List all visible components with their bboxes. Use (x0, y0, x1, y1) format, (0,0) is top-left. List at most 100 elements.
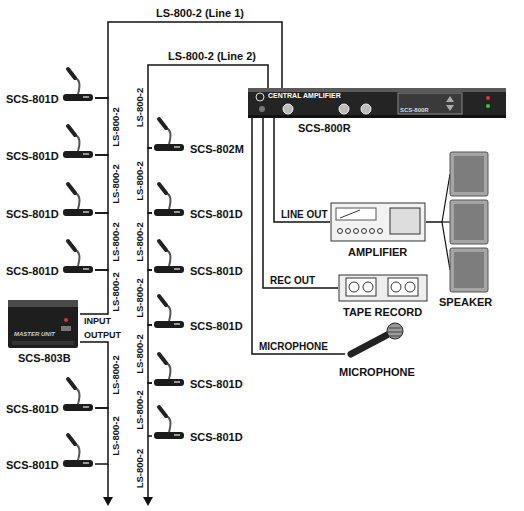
central-amplifier: CENTRAL AMPLIFIERSCS-800RSCS-800R (248, 88, 506, 118)
cable-label: LS-800-2 (Line 1) (155, 7, 245, 20)
device-part (390, 208, 420, 234)
conference-unit: SCS-801D (6, 234, 95, 280)
continuation-arrow (103, 497, 113, 506)
device-part (398, 93, 462, 114)
device-part (83, 96, 89, 98)
device-part (154, 379, 184, 386)
device-part (159, 184, 166, 193)
conference-unit: SCS-801D (152, 234, 245, 280)
device-part (75, 388, 79, 404)
device-label: SCS-801D (190, 378, 243, 391)
cable-label: LS-800-2 (134, 160, 146, 202)
device-drawing (8, 300, 80, 348)
device-label: SCS-801D (190, 208, 243, 221)
device-label: SPEAKER (439, 296, 492, 309)
cable-label: LS-800-2 (110, 271, 122, 313)
cable-line (95, 155, 108, 213)
cable-line (148, 270, 152, 325)
device-part (68, 69, 75, 78)
device-part (83, 211, 89, 213)
device-part (166, 128, 170, 144)
cable-line (95, 213, 108, 270)
device-part (349, 282, 359, 292)
device-part (68, 184, 75, 193)
device-label: SCS-801D (6, 459, 59, 472)
device-part (340, 210, 360, 218)
cable-label: MICROPHONE (258, 341, 329, 353)
device-part (354, 229, 359, 234)
conference-unit: SCS-802M (152, 112, 246, 158)
device-part (174, 211, 180, 213)
master-unit: SCS-803BMASTER UNIT (8, 300, 80, 368)
device-part (346, 229, 351, 234)
device-part (446, 105, 454, 111)
device-part (454, 252, 484, 288)
device-part (346, 278, 376, 296)
device-label: CENTRAL AMPLIFIER (268, 91, 341, 100)
device-part (174, 268, 180, 270)
device-part (75, 135, 79, 151)
device-part (63, 266, 93, 273)
device-label: AMPLIFIER (348, 246, 407, 259)
device-part (154, 209, 184, 216)
device-part (159, 296, 166, 305)
device-part (63, 404, 93, 411)
device-part (339, 275, 427, 301)
cable-label: LS-800-2 (110, 221, 122, 263)
device-part (64, 318, 68, 322)
device-part (8, 300, 78, 348)
continuation-arrow (143, 497, 153, 506)
device-label: SCS-801D (190, 431, 243, 444)
device-part (68, 241, 75, 250)
device-part (63, 151, 93, 158)
cable-line (148, 148, 152, 213)
device-part (68, 379, 75, 388)
cable-line (263, 118, 338, 288)
device-part (63, 94, 93, 101)
device-part (174, 381, 180, 383)
cable-label: LINE OUT (280, 209, 329, 221)
device-label: SCS-801D (190, 265, 243, 278)
device-part (75, 444, 79, 460)
device-part (391, 282, 401, 292)
device-label: SCS-801D (6, 265, 59, 278)
device-part (486, 104, 490, 108)
device-part (83, 406, 89, 408)
continuation-cable (147, 436, 149, 498)
cable-label: LS-800-2 (110, 354, 122, 396)
device-part (378, 229, 383, 234)
device-part (388, 278, 418, 296)
cable-label: LS-800-2 (134, 389, 146, 431)
cable-line (80, 270, 108, 314)
cable-label: LS-800-2 (110, 106, 122, 148)
cable-line (148, 325, 152, 383)
cable-line (148, 383, 152, 436)
device-part (389, 328, 401, 329)
device-part (83, 153, 89, 155)
device-part (75, 250, 79, 266)
continuation-cable (107, 464, 109, 498)
device-part (361, 104, 371, 114)
device-part (405, 282, 415, 292)
device-part (154, 266, 184, 273)
conference-unit: SCS-801D (152, 347, 245, 393)
cable-line (80, 342, 108, 408)
panel-model: SCS-800R (400, 106, 429, 114)
device-part (389, 336, 401, 337)
device-part (450, 200, 488, 244)
port-label: INPUT (83, 316, 112, 327)
conference-unit: SCS-801D (152, 177, 245, 223)
device-drawing (345, 322, 409, 362)
device-label: SCS-802M (190, 143, 244, 156)
power-amplifier: AMPLIFIER (330, 202, 426, 242)
device-part (248, 115, 506, 118)
device-part (248, 88, 506, 118)
device-label: SCS-801D (190, 320, 243, 333)
device-drawing (442, 152, 490, 292)
device-part (63, 209, 93, 216)
device-part (68, 126, 75, 135)
cable-line (148, 213, 152, 270)
conference-unit: SCS-801D (6, 428, 95, 474)
device-part (166, 250, 170, 266)
device-part (8, 300, 78, 307)
